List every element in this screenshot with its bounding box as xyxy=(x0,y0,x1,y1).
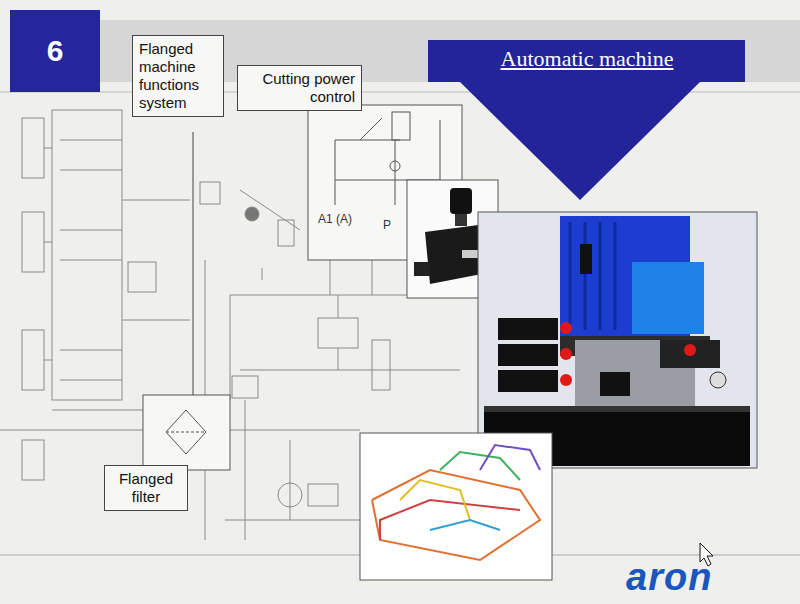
callout-box: Cutting power control xyxy=(237,65,362,111)
callout-box: Flanged machine functions system xyxy=(132,35,224,117)
node-text: Cutting power control xyxy=(244,70,355,106)
node-text: 6 xyxy=(47,34,64,68)
port-label: P xyxy=(380,218,394,232)
node-text: Flanged machine functions system xyxy=(139,40,217,112)
slide-number: 6 xyxy=(10,10,100,92)
port-label: A1 (A) xyxy=(318,212,352,226)
node-text: Flanged filter xyxy=(111,470,181,506)
company-logo: aron xyxy=(626,556,746,598)
slide-title: Automatic machine xyxy=(440,46,734,72)
callout-box: Flanged filter xyxy=(104,465,188,511)
